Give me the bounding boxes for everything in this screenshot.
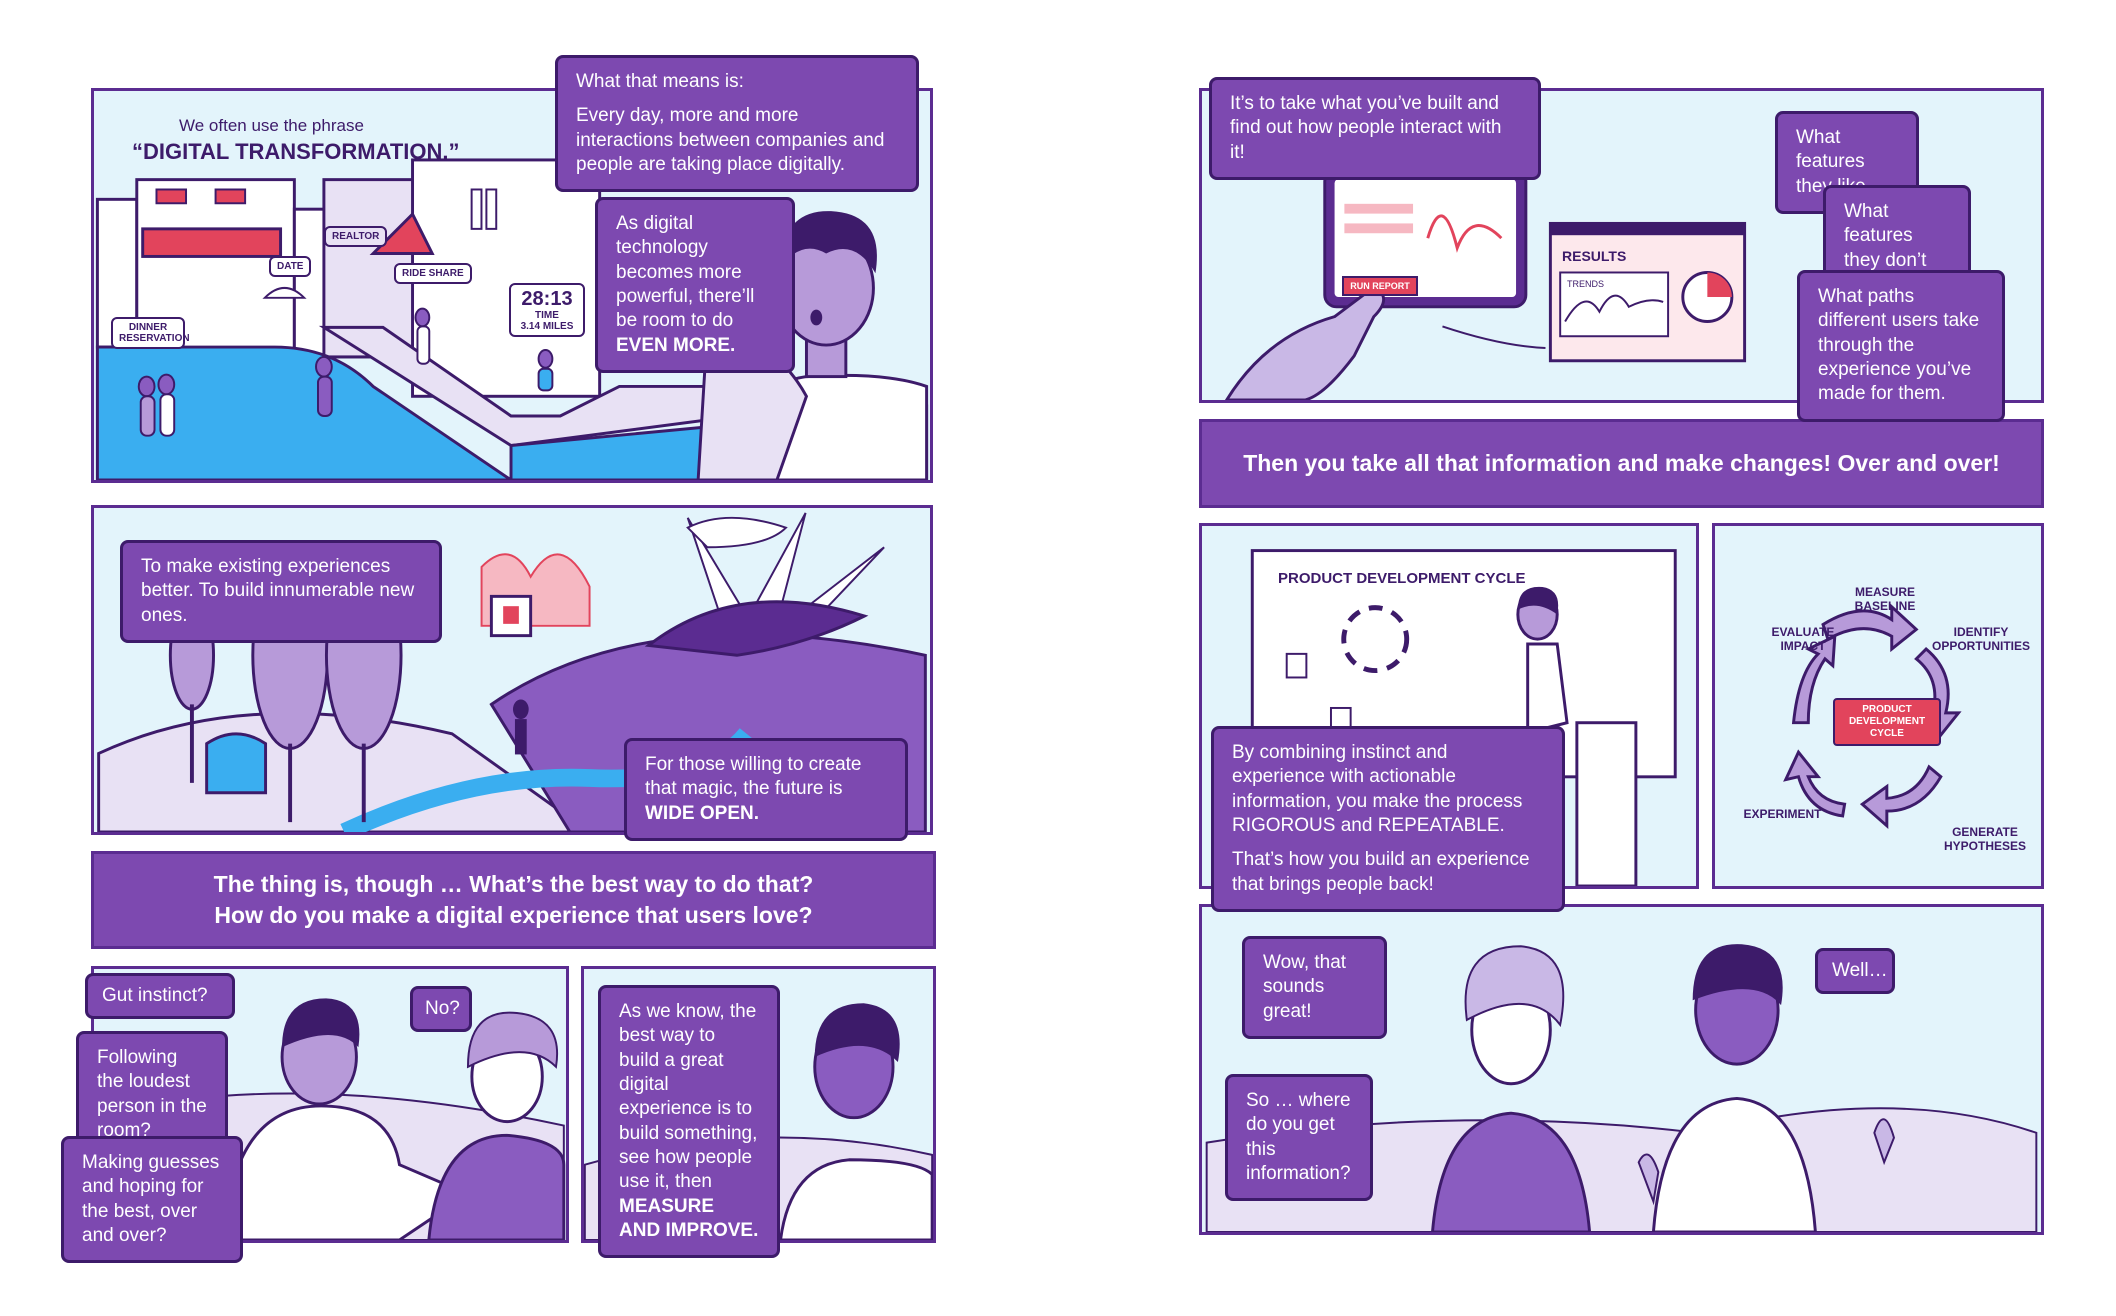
ride-share-tag: RIDE SHARE: [394, 263, 472, 284]
banner-line-1: The thing is, though … What’s the best w…: [213, 870, 814, 897]
dinner-reservation-tag: DINNER RESERVATION: [111, 317, 190, 349]
speech-bubble-no: No?: [410, 986, 472, 1033]
speech-bubble-paths: What paths different users take through …: [1797, 270, 2005, 422]
combine-text-2: That’s how you build an experience that …: [1232, 849, 1530, 895]
meaning-body: Every day, more and more interactions be…: [576, 105, 885, 175]
cycle-step-measure: MEASURE BASELINE: [1854, 585, 1916, 613]
speech-bubble-better: To make existing experiences better. To …: [120, 540, 442, 643]
banner-line-2: How do you make a digital experience tha…: [214, 902, 813, 928]
meaning-lead: What that means is:: [576, 71, 744, 92]
cycle-arrows: [1783, 603, 1962, 830]
where-text: So … where do you get this information?: [1246, 1090, 1351, 1184]
speech-bubble-technology: As digital technology becomes more power…: [595, 197, 795, 373]
better-text: To make existing experiences better. To …: [141, 556, 415, 626]
cycle-step-experiment: EXPERIMENT: [1743, 807, 1822, 821]
speech-bubble-guesses: Making guesses and hoping for the best, …: [61, 1136, 243, 1264]
measure-text: As we know, the best way to build a grea…: [619, 1001, 758, 1193]
banner-make-changes: Then you take all that information and m…: [1199, 419, 2044, 508]
miles-label: 3.14 MILES: [520, 321, 574, 332]
results-label: RESULTS: [1562, 248, 1627, 264]
banner-changes-text: Then you take all that information and m…: [1243, 449, 2000, 476]
speech-bubble-combine: By combining instinct and experience wit…: [1211, 726, 1565, 912]
banner-best-way: The thing is, though … What’s the best w…: [91, 851, 936, 949]
speech-bubble-wow: Wow, that sounds great!: [1242, 936, 1387, 1039]
measure-emphasis: MEASURE AND IMPROVE.: [619, 1195, 759, 1241]
paths-text: What paths different users take through …: [1818, 286, 1980, 405]
technology-emphasis: EVEN MORE.: [616, 334, 736, 356]
cycle-step-generate: GENERATE HYPOTHESES: [1943, 825, 2027, 853]
speech-bubble-magic: For those willing to create that magic, …: [624, 738, 908, 841]
magic-emphasis: WIDE OPEN.: [645, 802, 760, 824]
speech-bubble-well: Well…: [1815, 948, 1895, 995]
guesses-text: Making guesses and hoping for the best, …: [82, 1152, 220, 1246]
run-report-button[interactable]: RUN REPORT: [1342, 276, 1418, 296]
combine-text-1: By combining instinct and experience wit…: [1232, 742, 1523, 836]
time-value: 28:13: [521, 288, 573, 310]
trends-label: TRENDS: [1567, 279, 1605, 289]
phrase-title: “DIGITAL TRANSFORMATION.”: [132, 139, 460, 164]
speech-bubble-gut: Gut instinct?: [85, 973, 235, 1020]
date-tag: DATE: [269, 256, 312, 277]
cycle-center: PRODUCT DEVELOPMENT CYCLE: [1833, 698, 1941, 746]
magic-text: For those willing to create that magic, …: [645, 754, 862, 800]
realtor-tag: REALTOR: [324, 226, 388, 247]
panel-cycle-diagram: PRODUCT DEVELOPMENT CYCLE MEASURE BASELI…: [1712, 523, 2044, 889]
speech-bubble-find-out: It’s to take what you’ve built and find …: [1209, 77, 1541, 180]
gut-text: Gut instinct?: [102, 985, 208, 1006]
cycle-step-evaluate: EVALUATE IMPACT: [1771, 625, 1835, 653]
phrase-intro: We often use the phrase: [179, 116, 364, 135]
find-out-text: It’s to take what you’ve built and find …: [1230, 93, 1502, 163]
wow-text: Wow, that sounds great!: [1263, 952, 1347, 1022]
speech-bubble-measure: As we know, the best way to build a grea…: [598, 985, 780, 1259]
fitness-tracker: 28:13 TIME 3.14 MILES: [509, 283, 585, 337]
no-text: No?: [425, 998, 460, 1019]
well-text: Well…: [1832, 960, 1888, 981]
speech-bubble-where: So … where do you get this information?: [1225, 1074, 1373, 1202]
loudest-text: Following the loudest person in the room…: [97, 1047, 207, 1141]
speech-bubble-meaning: What that means is: Every day, more and …: [555, 55, 919, 193]
cycle-step-identify: IDENTIFY OPPORTUNITIES: [1931, 625, 2030, 653]
technology-text: As digital technology becomes more power…: [616, 213, 755, 332]
board-title: PRODUCT DEVELOPMENT CYCLE: [1278, 570, 1526, 587]
time-label: TIME: [535, 310, 559, 321]
